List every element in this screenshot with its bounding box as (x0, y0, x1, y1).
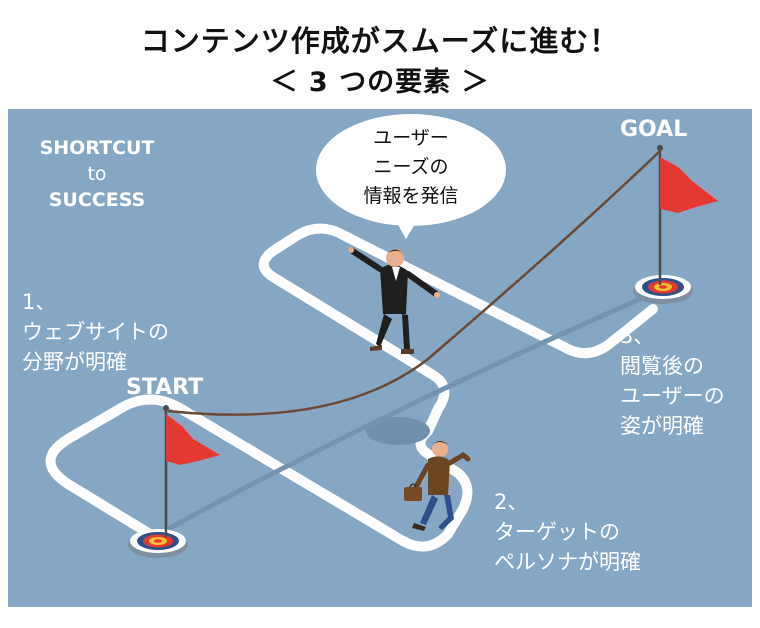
start-target-icon (128, 529, 188, 558)
start-label: START (126, 375, 204, 400)
path-illustration (45, 145, 718, 558)
businessman-walker-icon (348, 247, 440, 354)
page-subtitle: ＜ 3 つの要素 ＞ (270, 67, 490, 98)
start-flag-icon (163, 405, 220, 537)
rope-shadow (166, 286, 664, 532)
running-man-icon (404, 441, 471, 531)
shadow (366, 417, 430, 445)
shortcut-to-success-text: SHORTCUT to SUCCESS (22, 135, 172, 213)
step-3-label: 3、 閲覧後の ユーザーの 姿が明確 (620, 324, 725, 438)
goal-label: GOAL (620, 117, 688, 142)
page-title: コンテンツ作成がスムーズに進む！ (140, 24, 620, 58)
speech-bubble (316, 114, 506, 226)
goal-flag-icon (657, 145, 718, 285)
shortcut-line1: SHORTCUT (39, 137, 155, 159)
step-1-label: 1、 ウェブサイトの 分野が明確 (22, 290, 169, 374)
speech-bubble-text: ユーザー ニーズの 情報を発信 (363, 127, 459, 207)
shortcut-line3: SUCCESS (48, 189, 146, 211)
tightrope (167, 150, 661, 416)
goal-target-icon (633, 275, 693, 304)
shortcut-line2: to (87, 163, 107, 185)
winding-road (45, 223, 658, 552)
illustration-scene: SHORTCUT to SUCCESS START GOAL 1、 ウェブサイト… (8, 109, 752, 607)
step-2-label: 2、 ターゲットの ペルソナが明確 (494, 490, 641, 574)
